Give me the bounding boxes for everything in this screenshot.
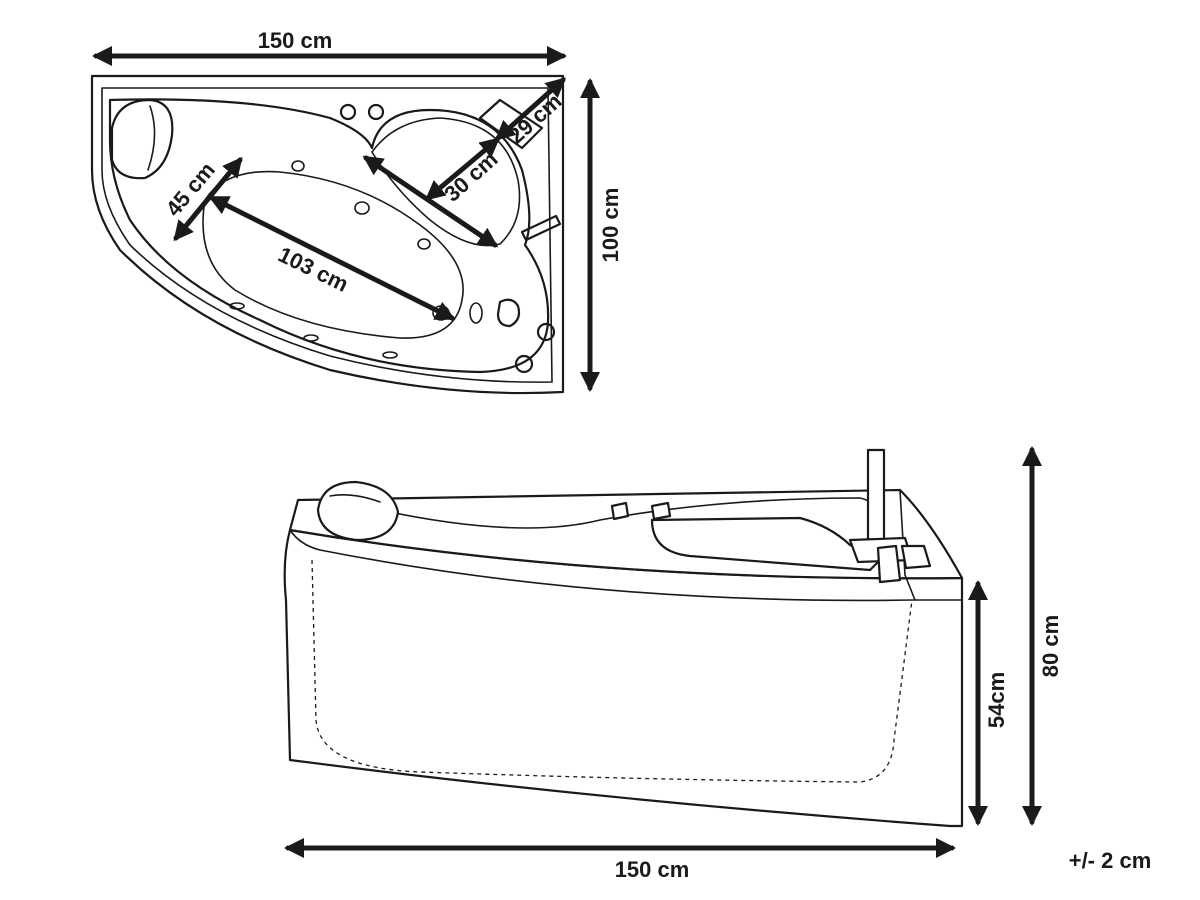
control-knob	[514, 354, 534, 374]
seat-dimension-line	[495, 77, 566, 141]
faucet-column	[866, 448, 886, 542]
faucet-handle-right	[900, 544, 932, 570]
side-length-label: 150 cm	[615, 857, 690, 882]
top-depth-label: 100 cm	[598, 188, 623, 263]
headrest-fold	[147, 105, 156, 171]
side-view: 150 cm 54cm 80 cm +/- 2 cm	[283, 446, 1152, 882]
total-height-label: 80 cm	[1038, 615, 1063, 677]
tub-outer-rim	[90, 74, 565, 395]
faucet-spout	[520, 214, 562, 242]
seat-label: 29 cm	[503, 88, 566, 148]
control-knob	[367, 103, 385, 121]
tub-inner-rim	[101, 87, 553, 383]
control-knob	[339, 103, 357, 121]
headrest-dimension-line	[173, 156, 243, 242]
side-basin-opening	[379, 497, 881, 529]
side-headrest	[316, 480, 400, 542]
deck-front-edge	[289, 529, 963, 602]
jet	[354, 201, 370, 215]
deck-right-edge	[899, 489, 916, 601]
seat-width-label: 30 cm	[439, 146, 502, 206]
tolerance-label: +/- 2 cm	[1069, 848, 1152, 873]
jet	[291, 160, 305, 172]
side-headrest-fold	[329, 494, 381, 503]
jets	[229, 160, 521, 359]
control-knob	[536, 322, 556, 342]
jet	[417, 238, 431, 250]
seat-width-dimension-line-2	[424, 137, 501, 201]
headrest-label: 45 cm	[161, 157, 220, 221]
jet	[469, 302, 483, 324]
top-width-label: 150 cm	[258, 28, 333, 53]
side-seat-block	[650, 516, 882, 572]
faucet-handle	[876, 544, 902, 584]
jet	[382, 351, 398, 359]
headrest-pillow	[110, 98, 174, 180]
inner-length-dimension-line	[208, 195, 456, 321]
drain	[496, 298, 521, 328]
apron-height-label: 54cm	[984, 672, 1009, 728]
side-knob	[650, 501, 672, 521]
tub-basin-outline	[108, 98, 550, 374]
jet	[303, 334, 319, 342]
side-knob	[610, 501, 630, 521]
top-view: 150 cm 100 cm 29 cm 30 cm 45 cm 103 cm	[90, 28, 623, 395]
